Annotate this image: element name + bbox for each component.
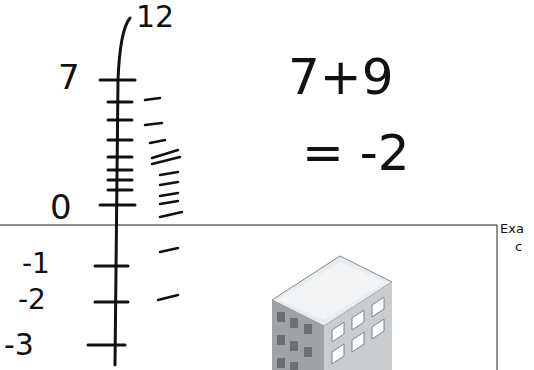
equation-text: = -2 [302,128,410,178]
cut-off-text: Exa [500,222,524,235]
panel-frame [0,225,497,370]
dash-marks [145,98,182,300]
axis-number: 0 [50,190,72,224]
number-line [88,18,135,365]
axis-number: 7 [58,60,80,94]
equation-text: 7+9 [288,52,394,102]
axis-number: -1 [22,250,50,278]
cut-off-text: c [515,240,522,253]
axis-number: -2 [18,286,46,314]
axis-number: -3 [4,330,34,360]
axis-number: 12 [136,2,174,32]
building-icon [272,256,392,370]
